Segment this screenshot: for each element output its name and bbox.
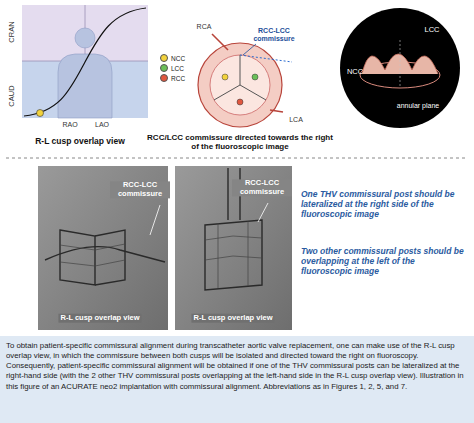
label: One THV commissural post should be later… [301, 190, 467, 219]
drawing-part [60, 230, 95, 285]
projection-curve [24, 8, 146, 116]
legend-text: LCC [171, 65, 184, 72]
drawing-part [214, 85, 240, 100]
axis-line [400, 40, 401, 88]
aortic-root [198, 43, 282, 127]
drawing-part [240, 55, 241, 85]
label: RAO [62, 121, 77, 129]
label: CAUD [8, 85, 17, 106]
catheter-wires [45, 168, 262, 290]
drawing-part [218, 223, 219, 288]
drawing-part [60, 244, 125, 250]
label: RCC-LCC commissure [232, 179, 292, 196]
label: R-L cusp overlap view [191, 314, 274, 323]
drawing-part [205, 256, 262, 260]
leader-line [150, 205, 160, 235]
label: LCA [289, 116, 303, 124]
drawing-part [60, 260, 125, 266]
legend-row: RCC [160, 74, 185, 82]
drawing-part [95, 230, 125, 285]
separator [6, 158, 468, 159]
figure-caption: To obtain patient-specific commissural a… [0, 336, 474, 423]
drawing-part [227, 168, 228, 220]
patient-silhouette [58, 28, 112, 118]
label: RCC-LCC commissure [110, 181, 170, 198]
valve-annulus [210, 55, 270, 115]
label: CRAN [8, 21, 17, 42]
drawing-part [205, 236, 262, 240]
legend-row: NCC [160, 54, 185, 62]
legend-text: NCC [171, 55, 185, 62]
coronary-artery [212, 34, 228, 50]
legend-text: RCC [171, 75, 185, 82]
legend-row: LCC [160, 64, 184, 72]
label: LAO [95, 121, 109, 129]
drawing-part [240, 85, 266, 100]
cusp-dot [222, 74, 228, 80]
label: LCC [424, 26, 439, 35]
leader-line [243, 44, 256, 55]
label: Two other commissural posts should be ov… [301, 247, 467, 276]
commissure-lines [214, 55, 266, 100]
label: NCC [347, 68, 363, 77]
fluoroscopy-image [175, 166, 292, 330]
view-dot [37, 110, 44, 117]
drawing-part [58, 54, 112, 118]
cusp-dot [237, 99, 243, 105]
view-arrow [240, 55, 292, 62]
label: RCA [197, 23, 212, 31]
drawing-part [45, 247, 165, 262]
legend-swatch [160, 54, 168, 62]
drawing-part [248, 221, 249, 286]
drawing-part [205, 220, 262, 290]
drawing-part [75, 28, 95, 48]
label: R-L cusp overlap view [35, 137, 125, 147]
label: annular plane [397, 102, 439, 110]
leader-line [258, 203, 268, 222]
label: R-L cusp overlap view [58, 314, 141, 323]
stent-mesh [60, 221, 262, 288]
cusp-dot [252, 74, 258, 80]
legend-swatch [160, 64, 168, 72]
coronary-artery [270, 110, 283, 112]
annulus-3d-ground [340, 8, 460, 128]
legend-swatch [160, 74, 168, 82]
label: RCC/LCC commissure directed towards the … [147, 133, 333, 151]
label: RCC-LCC commissure [243, 27, 305, 43]
